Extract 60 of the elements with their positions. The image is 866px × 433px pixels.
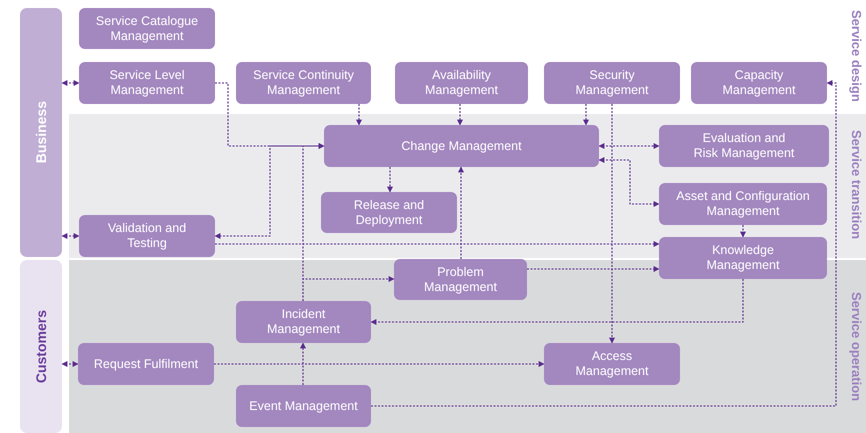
arrow <box>356 104 362 126</box>
process-box <box>236 301 371 343</box>
process-label: Availability Management <box>424 68 499 98</box>
process-label: Evaluation and Risk Management <box>692 131 796 161</box>
arrow <box>371 80 837 407</box>
process-box <box>544 62 680 104</box>
process-label: Service Catalogue Management <box>94 14 200 44</box>
arrow <box>387 167 393 193</box>
process-box <box>78 343 214 385</box>
process-label: Service Continuity Management <box>252 68 355 98</box>
process-box <box>236 62 371 104</box>
arrow <box>61 361 79 367</box>
lane-label: Customers <box>34 310 48 384</box>
arrow <box>527 266 660 272</box>
process-box <box>324 125 599 167</box>
swimlane-band <box>20 8 62 257</box>
arrow <box>740 225 746 238</box>
phase-label: Service transition <box>849 130 864 240</box>
process-label: Knowledge Management <box>706 243 780 273</box>
process-label: Access Management <box>574 349 650 379</box>
process-box <box>321 192 457 233</box>
process-box <box>236 385 371 427</box>
arrow <box>583 104 589 126</box>
arrow <box>458 166 464 259</box>
arrow <box>598 157 660 207</box>
process-box <box>544 343 680 385</box>
arrow <box>61 233 80 239</box>
arrow <box>609 104 615 344</box>
arrow <box>300 342 306 385</box>
process-box <box>395 62 528 104</box>
process-label: Service Level Management <box>108 68 186 98</box>
arrow <box>370 279 744 325</box>
arrow <box>214 361 545 367</box>
phase-label: Service operation <box>849 292 864 402</box>
process-box <box>79 215 215 257</box>
process-label: Release and Deployment <box>352 198 426 228</box>
swimlane-band <box>20 260 62 433</box>
arrow <box>302 276 395 301</box>
process-label: Capacity Management <box>722 68 796 98</box>
process-label: Problem Management <box>423 264 498 294</box>
process-label: Security Management <box>574 68 650 98</box>
process-box <box>659 125 829 167</box>
process-label: Validation and Testing <box>106 221 188 251</box>
arrow <box>215 241 660 247</box>
arrow <box>457 104 463 126</box>
process-label: Change Management <box>401 138 522 154</box>
phase-label: Service design <box>849 10 864 102</box>
arrow <box>61 80 80 86</box>
process-box <box>659 183 827 225</box>
process-label: Request Fulfilment <box>94 356 198 372</box>
arrow <box>598 143 660 149</box>
process-label: Incident Management <box>266 307 341 337</box>
process-box <box>79 62 215 104</box>
lane-label: Business <box>34 101 48 164</box>
process-box <box>394 259 527 300</box>
process-box <box>79 8 215 49</box>
process-label: Asset and Configuration Management <box>675 189 811 219</box>
process-box <box>691 62 827 104</box>
process-box <box>659 237 827 279</box>
process-label: Event Management <box>249 398 358 414</box>
